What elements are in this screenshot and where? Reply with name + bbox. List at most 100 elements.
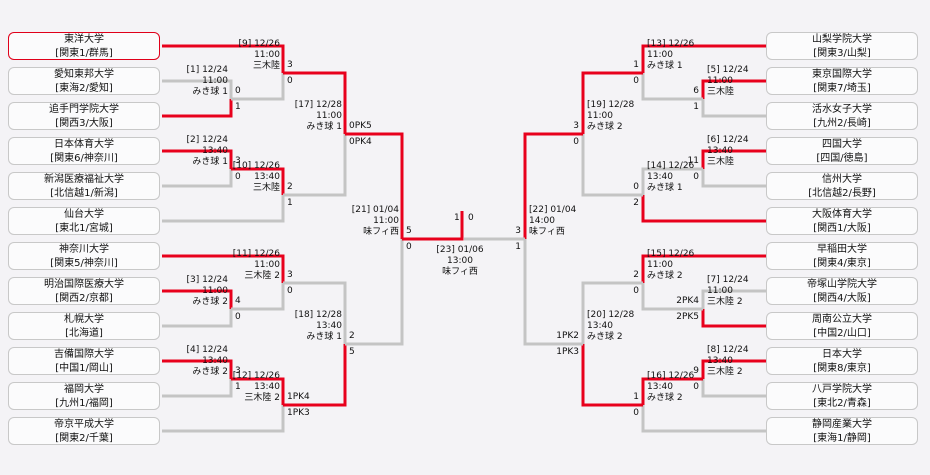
match-line-top	[581, 71, 643, 134]
match-line-bottom	[162, 405, 285, 433]
team-box[interactable]: 八戸学院大学 [東北2/青森]	[766, 382, 918, 410]
team-region: [四国/徳島]	[816, 153, 868, 164]
team-name: 活水女子大学	[812, 104, 872, 115]
score-top: 2	[349, 331, 355, 341]
team-box[interactable]: 福岡大学[九州1/福岡]	[8, 382, 160, 410]
team-region: [関東1/群馬]	[55, 48, 113, 59]
team-region: [北信越1/新潟]	[50, 188, 118, 199]
team-box[interactable]: 東京国際大学[関東7/埼玉]	[766, 67, 918, 95]
team-name: 帝京平成大学	[54, 419, 114, 430]
score-bottom: 1PK3	[287, 408, 310, 418]
team-box[interactable]: 明治国際医療大学[関西2/京都]	[8, 277, 160, 305]
team-name: 大阪体育大学	[812, 209, 872, 220]
team-box[interactable]: 東洋大学[関東1/群馬]	[8, 32, 160, 60]
score-top: 9	[693, 366, 699, 376]
team-name: 札幌大学	[64, 314, 104, 325]
team-region: [北信越2/長野]	[808, 188, 876, 199]
team-box[interactable]: 神奈川大学[関東5/神奈川]	[8, 242, 160, 270]
team-region: [東北2/青森]	[813, 398, 871, 409]
team-region: [中国1/岡山]	[55, 363, 113, 374]
match-line-top	[162, 149, 233, 169]
team-region: [関東4/東京]	[813, 258, 871, 269]
score-top: 3	[515, 226, 521, 236]
team-name: 帝塚山学院大学	[807, 279, 877, 290]
score-top: 0PK5	[349, 121, 372, 131]
team-box[interactable]: 吉備国際大学 [中国1/岡山]	[8, 347, 160, 375]
match-line-bottom	[162, 169, 233, 188]
team-region: [東海2/愛知]	[55, 83, 113, 94]
team-box[interactable]: 帝京平成大学[関東2/千葉]	[8, 417, 160, 445]
match-line-bottom	[523, 239, 583, 346]
team-box[interactable]: 仙台大学[東北1/宮城]	[8, 207, 160, 235]
team-name: 神奈川大学	[59, 244, 109, 255]
match-line-bottom	[701, 379, 766, 398]
team-box[interactable]: 活水女子大学 [九州2/長崎]	[766, 102, 918, 130]
score-top: 0	[235, 86, 241, 96]
team-name: 静岡産業大学	[812, 419, 872, 430]
team-box[interactable]: 周南公立大学[中国2/山口]	[766, 312, 918, 340]
team-name: 八戸学院大学	[812, 384, 872, 395]
match-line-bottom	[641, 195, 766, 223]
team-box[interactable]: 大阪体育大学[関西1/大阪]	[766, 207, 918, 235]
team-box[interactable]: 札幌大学[北海道]	[8, 312, 160, 340]
score-top: 1PK2	[556, 331, 579, 341]
match-line-top	[231, 377, 285, 405]
match-line-top	[283, 281, 347, 344]
team-box[interactable]: 四国大学[四国/徳島]	[766, 137, 918, 165]
score-bottom: 5	[349, 347, 355, 357]
match-line-bottom	[641, 405, 766, 433]
team-box[interactable]: 日本大学[関東8/東京]	[766, 347, 918, 375]
team-box[interactable]: 信州大学 [北信越2/長野]	[766, 172, 918, 200]
team-box[interactable]: 追手門学院大学 [関西3/大阪]	[8, 102, 160, 130]
team-name: 周南公立大学	[812, 314, 872, 325]
score-bottom: 0	[633, 76, 639, 86]
match-line-top	[162, 289, 233, 309]
match-line-bottom	[701, 99, 766, 118]
team-box[interactable]: 愛知東邦大学[東海2/愛知]	[8, 67, 160, 95]
score-top: 3	[287, 60, 293, 70]
match-line-bottom	[345, 239, 404, 346]
score-top: 0	[633, 182, 639, 192]
team-region: [九州1/福岡]	[55, 398, 113, 409]
score-bottom: 1	[235, 382, 241, 392]
match-line-top	[345, 132, 404, 239]
score-bottom: 1	[287, 198, 293, 208]
score-bottom: 0	[287, 76, 293, 86]
score-bottom: 0	[633, 286, 639, 296]
team-box[interactable]: 山梨学院大学[関東3/山梨]	[766, 32, 918, 60]
team-region: [九州2/長崎]	[813, 118, 871, 129]
team-box[interactable]: 早稲田大学[関東4/東京]	[766, 242, 918, 270]
score-top: 11	[687, 156, 699, 166]
team-region: [関西3/大阪]	[55, 118, 113, 129]
team-name: 新潟医療福祉大学	[44, 174, 124, 185]
team-name: 吉備国際大学	[54, 349, 114, 360]
team-region: [関東7/埼玉]	[813, 83, 871, 94]
team-box[interactable]: 静岡産業大学[東海1/静岡]	[766, 417, 918, 445]
match-line-bottom	[162, 379, 233, 398]
match-line-top	[231, 167, 285, 195]
score-bottom: 0	[693, 382, 699, 392]
match-line-bottom	[641, 73, 703, 101]
team-name: 日本大学	[822, 349, 862, 360]
score-bottom: 0	[693, 172, 699, 182]
team-name: 日本体育大学	[54, 139, 114, 150]
team-box[interactable]: 帝塚山学院大学[関西4/大阪]	[766, 277, 918, 305]
team-box[interactable]: 日本体育大学[関東6/神奈川]	[8, 137, 160, 165]
score-bottom: 0	[406, 242, 412, 252]
match-line-bottom	[231, 283, 285, 311]
team-box[interactable]: 新潟医療福祉大学 [北信越1/新潟]	[8, 172, 160, 200]
match-line-top	[162, 254, 285, 283]
score-bottom: 1	[693, 102, 699, 112]
team-name: 追手門学院大学	[49, 104, 119, 115]
team-name: 信州大学	[822, 174, 862, 185]
team-region: [東北1/宮城]	[55, 223, 113, 234]
